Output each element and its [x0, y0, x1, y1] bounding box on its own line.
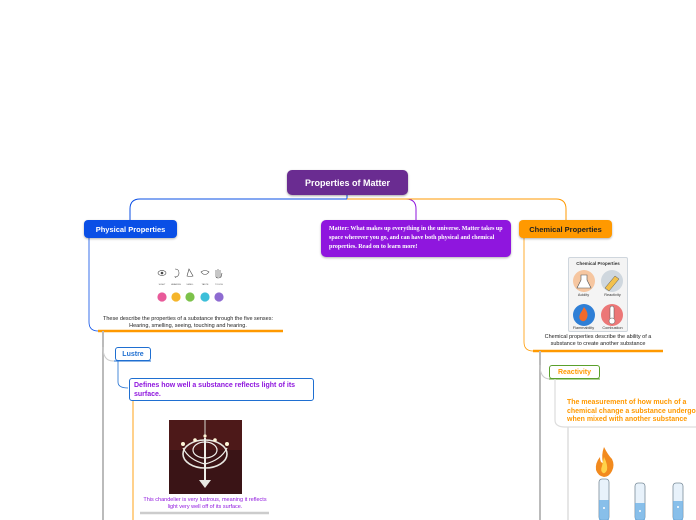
hand-icon [215, 269, 223, 279]
topic-lustre-label: Lustre [122, 350, 144, 358]
sense-label-taste: TASTE [202, 283, 209, 286]
chandelier-caption: This chandelier is very lustrous, meanin… [143, 497, 267, 510]
chemical-card-title: Chemical Properties [576, 261, 620, 266]
touch-circle-icon [214, 292, 224, 302]
topic-reactivity-definition-label: The measurement of how much of a chemica… [567, 399, 696, 423]
link-lustre-defn [117, 361, 129, 389]
five-senses-image[interactable]: SIGHT HEARING SMELL TASTE TOUCH [154, 266, 228, 306]
test-tubes-image[interactable] [590, 445, 696, 520]
sight-circle-icon [157, 292, 167, 302]
root-topic-label: Properties of Matter [304, 177, 391, 188]
chemical-card-drawing [573, 270, 623, 326]
topic-physical-properties[interactable]: Physical Properties [84, 220, 177, 238]
sense-label-smell: SMELL [186, 284, 194, 286]
sense-labels: SIGHT HEARING SMELL TASTE TOUCH [159, 283, 224, 286]
hearing-circle-icon [171, 292, 181, 302]
topic-reactivity[interactable]: Reactivity [549, 365, 600, 379]
card-item-acidity: Acidity [577, 293, 590, 297]
physical-image-caption: These describe the properties of a subst… [103, 316, 273, 329]
taste-circle-icon [200, 292, 210, 302]
topic-matter-definition[interactable]: Matter: What makes up everything in the … [321, 220, 511, 257]
topic-chemical-properties-label: Chemical Properties [529, 224, 602, 234]
sense-label-touch: TOUCH [215, 284, 223, 286]
mouth-icon [200, 270, 210, 275]
link-root-physical [129, 195, 348, 220]
link-root-chemical [347, 198, 567, 220]
sense-label-sight: SIGHT [159, 284, 166, 286]
link-physical-image [88, 238, 282, 332]
nose-icon [186, 268, 194, 277]
topic-reactivity-label: Reactivity [557, 368, 592, 376]
card-item-reactivity: Reactivity [604, 293, 621, 297]
sense-circles [157, 292, 224, 302]
sense-icons [157, 268, 223, 279]
chandelier-image[interactable] [169, 420, 242, 494]
topic-lustre-definition[interactable]: Defines how well a substance reflects li… [129, 378, 314, 401]
sense-label-hearing: HEARING [171, 283, 181, 286]
topic-matter-definition-label: Matter: What makes up everything in the … [329, 226, 503, 250]
link-chemical-image [523, 238, 663, 352]
card-item-flammability: Flammability [572, 326, 595, 330]
smell-circle-icon [185, 292, 195, 302]
card-item-combustion: Combustion [602, 326, 623, 330]
link-root-matter [347, 198, 417, 220]
chemical-image-caption: Chemical properties describe the ability… [544, 334, 652, 347]
eye-icon [157, 270, 167, 276]
topic-physical-properties-label: Physical Properties [95, 224, 166, 234]
topic-reactivity-definition[interactable]: The measurement of how much of a chemica… [567, 399, 696, 425]
ear-icon [174, 268, 180, 278]
topic-lustre-definition-label: Defines how well a substance reflects li… [134, 382, 296, 398]
root-topic[interactable]: Properties of Matter [287, 170, 408, 195]
topic-lustre[interactable]: Lustre [115, 347, 151, 361]
chemical-properties-image[interactable]: Chemical Properties Acidity Reactivity F… [568, 257, 628, 332]
topic-chemical-properties[interactable]: Chemical Properties [519, 220, 612, 238]
link-reactivity-defn [554, 379, 696, 428]
link-lustre [102, 346, 151, 362]
chandelier-drawing [169, 420, 242, 494]
